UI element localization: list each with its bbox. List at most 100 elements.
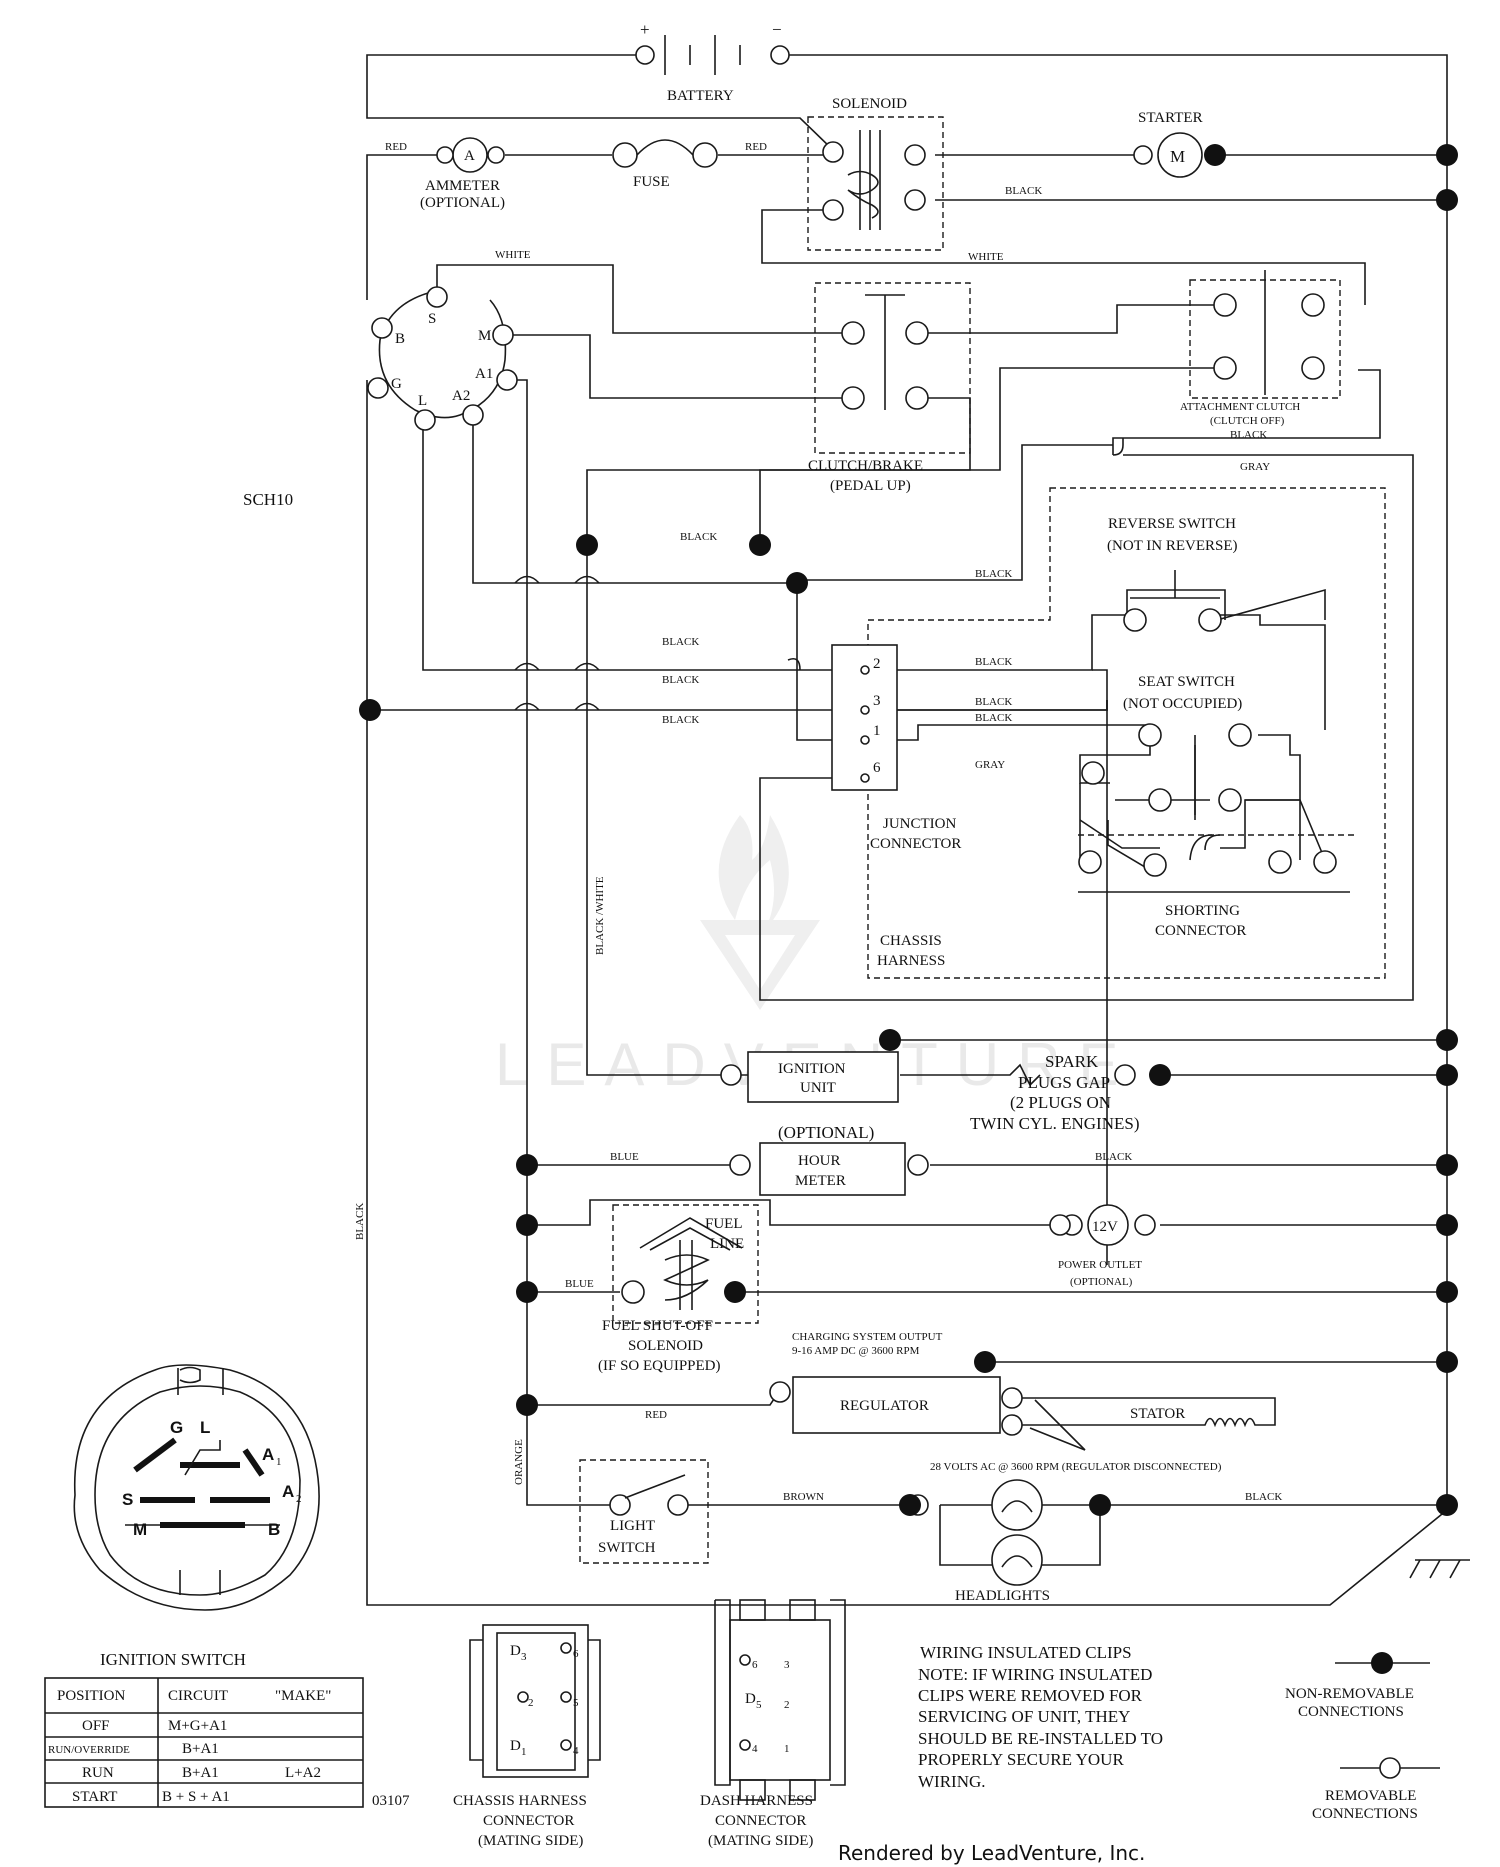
legend-removable-1: REMOVABLE [1325, 1788, 1416, 1804]
table-header-position: POSITION [57, 1688, 126, 1704]
dash-pin-3: 3 [784, 1659, 790, 1671]
solenoid: SOLENOID [807, 96, 944, 251]
junction-connector-label-2: CONNECTOR [870, 836, 961, 852]
junction-connector-label-1: JUNCTION [883, 816, 956, 832]
junction-pin-6: 6 [873, 760, 881, 776]
reverse-switch-label: REVERSE SWITCH [1108, 516, 1236, 532]
wire-black-left-3: BLACK [662, 714, 699, 726]
chassis-pin-6: 6 [573, 1648, 579, 1660]
wire-gray-j6: GRAY [975, 759, 1005, 771]
face-b: B [268, 1520, 280, 1539]
face-m: M [133, 1520, 147, 1539]
reverse-switch: REVERSE SWITCH (NOT IN REVERSE) [1107, 516, 1238, 632]
wire-red-2: RED [745, 141, 767, 153]
regulator-label: REGULATOR [840, 1398, 929, 1414]
spark-plugs: SPARK PLUGS GAP (2 PLUGS ON TWIN CYL. EN… [970, 1052, 1140, 1133]
terminal-s: S [428, 311, 436, 327]
chassis-harness-label-1: CHASSIS [880, 933, 942, 949]
wire-black-starter: BLACK [1005, 185, 1042, 197]
spark-label-3: (2 PLUGS ON [1010, 1093, 1111, 1112]
power-outlet-symbol: 12V [1092, 1219, 1118, 1235]
battery-minus: − [772, 20, 782, 39]
dash-harness-connector: 6 3 D 5 2 4 1 DASH HARNESS CONNECTOR (MA… [700, 1599, 846, 1849]
table-row-off-position: OFF [82, 1718, 110, 1734]
table-row-run-make: L+A2 [285, 1765, 321, 1781]
table-row-start-circuit: B + S + A1 [162, 1789, 230, 1805]
junction-pin-2: 2 [873, 656, 881, 672]
battery: + − BATTERY [635, 20, 790, 104]
light-switch-label-2: SWITCH [598, 1540, 656, 1556]
ignition-terminals: S M B A1 G L A2 [367, 286, 518, 431]
seat-switch-note: (NOT OCCUPIED) [1123, 696, 1242, 712]
dash-pin-d5-sub: 5 [756, 1699, 762, 1711]
hour-meter-optional: (OPTIONAL) [778, 1123, 874, 1142]
wire-orange: ORANGE [513, 1439, 525, 1485]
starter-symbol: M [1170, 147, 1185, 166]
terminal-m: M [478, 328, 491, 344]
wire-gray-ac: GRAY [1240, 461, 1270, 473]
dash-connector-label-3: (MATING SIDE) [708, 1833, 813, 1849]
wire-red-1: RED [385, 141, 407, 153]
note-line-3: CLIPS WERE REMOVED FOR [918, 1686, 1143, 1705]
junction-pin-1: 1 [873, 723, 881, 739]
connections-legend: NON-REMOVABLE CONNECTIONS REMOVABLE CONN… [1285, 1652, 1440, 1822]
reverse-switch-note: (NOT IN REVERSE) [1107, 538, 1238, 554]
shorting-connector-label-1: SHORTING [1165, 903, 1240, 919]
wire-labels: RED RED BLACK WHITE WHITE BLACK GRAY BLA… [354, 141, 1282, 1503]
table-row-run-circuit: B+A1 [182, 1765, 219, 1781]
ammeter-symbol: A [464, 148, 475, 164]
fuel-solenoid-label-3: (IF SO EQUIPPED) [598, 1358, 721, 1374]
stator: STATOR 28 VOLTS AC @ 3600 RPM (REGULATOR… [930, 1397, 1276, 1473]
note-line-4: SERVICING OF UNIT, THEY [918, 1707, 1130, 1726]
starter-label: STARTER [1138, 110, 1203, 126]
ignition-unit-label-2: UNIT [800, 1080, 836, 1096]
face-l: L [200, 1418, 210, 1437]
legend-nonremovable-2: CONNECTIONS [1298, 1704, 1404, 1720]
wire-black-j2: BLACK [975, 656, 1012, 668]
stator-note: 28 VOLTS AC @ 3600 RPM (REGULATOR DISCON… [930, 1461, 1222, 1473]
dash-pin-6: 6 [752, 1659, 758, 1671]
wire-black-hour: BLACK [1095, 1151, 1132, 1163]
junction-pin-3: 3 [873, 693, 881, 709]
ignition-switch-face: G L A 1 A 2 S M B [73, 1364, 320, 1611]
battery-label: BATTERY [667, 88, 734, 104]
chassis-harness-label-2: HARNESS [877, 953, 945, 969]
chassis-connector-label-3: (MATING SIDE) [478, 1833, 583, 1849]
wiring-notes: WIRING INSULATED CLIPS NOTE: IF WIRING I… [918, 1643, 1163, 1791]
chassis-pin-2: 2 [528, 1697, 534, 1709]
table-row-runoverride-circuit: B+A1 [182, 1741, 219, 1757]
dash-connector-label-1: DASH HARNESS [700, 1793, 813, 1809]
ignition-switch-title: IGNITION SWITCH [100, 1650, 246, 1669]
spark-label-2: PLUGS GAP [1018, 1073, 1110, 1092]
fuse: FUSE [612, 139, 718, 190]
note-line-7: WIRING. [918, 1772, 986, 1791]
solenoid-label: SOLENOID [832, 96, 907, 112]
non-removable-dots [359, 144, 1458, 1516]
stator-label: STATOR [1130, 1406, 1185, 1422]
wire-black-headlights: BLACK [1245, 1491, 1282, 1503]
note-line-1: WIRING INSULATED CLIPS [920, 1643, 1132, 1662]
fuel-shutoff-solenoid: FUEL LINE FUEL SHUT-OFF SOLENOID (IF SO … [598, 1204, 759, 1374]
starter: M STARTER [1133, 110, 1203, 178]
ammeter-label: AMMETER [425, 178, 500, 194]
chassis-pin-d3-sub: 3 [521, 1651, 527, 1663]
fuel-line-label-1: FUEL [705, 1216, 743, 1232]
shorting-connector-label-2: CONNECTOR [1155, 923, 1246, 939]
terminal-a1: A1 [475, 366, 493, 382]
chassis-connector-label-1: CHASSIS HARNESS [453, 1793, 587, 1809]
wire-blue-hour: BLUE [610, 1151, 639, 1163]
charging-label-1: CHARGING SYSTEM OUTPUT [792, 1331, 943, 1343]
terminal-l: L [418, 393, 427, 409]
headlights-label: HEADLIGHTS [955, 1588, 1050, 1604]
ammeter-note: (OPTIONAL) [420, 195, 505, 211]
face-a2: A [282, 1482, 294, 1501]
terminal-b: B [395, 331, 405, 347]
power-outlet-note: (OPTIONAL) [1070, 1276, 1133, 1288]
battery-plus: + [640, 20, 650, 39]
chassis-pin-d3: D [510, 1643, 521, 1659]
drawing-number: 03107 [372, 1793, 410, 1809]
clutch-brake-note: (PEDAL UP) [830, 478, 911, 494]
seat-switch-label: SEAT SWITCH [1138, 674, 1235, 690]
clutch-brake-label: CLUTCH/BRAKE [808, 458, 923, 474]
